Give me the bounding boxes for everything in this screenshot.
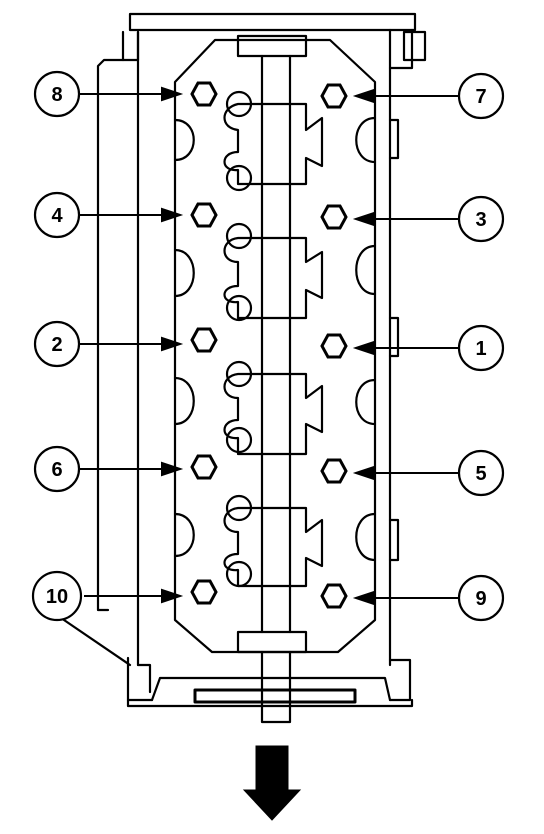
callout-label: 7 <box>475 86 486 108</box>
callout-label: 4 <box>51 205 63 227</box>
hexagon-bolt-icon <box>320 204 348 230</box>
camshaft <box>236 34 308 707</box>
crank-stub <box>260 704 292 724</box>
hexagon-bolt-icon <box>190 327 218 353</box>
callout-arrows <box>79 86 458 606</box>
callout-8: 8 <box>33 70 81 118</box>
cam-bearing-caps <box>223 102 324 588</box>
callout-9: 9 <box>457 574 505 622</box>
leader-10 <box>62 618 132 667</box>
callout-label: 10 <box>46 586 68 608</box>
down-arrow-icon <box>242 745 302 821</box>
hexagon-bolt-icon <box>190 202 218 228</box>
hexagon-bolt-icon <box>190 454 218 480</box>
timing-plate <box>193 688 357 704</box>
right-scallops <box>355 116 377 562</box>
hexagon-bolt-icon <box>190 579 218 605</box>
callout-10: 10 <box>31 570 83 622</box>
bolts <box>190 81 348 609</box>
callout-label: 8 <box>51 84 62 106</box>
callout-4: 4 <box>33 191 81 239</box>
callout-label: 1 <box>475 338 486 360</box>
callout-label: 9 <box>475 588 486 610</box>
callout-2: 2 <box>33 320 81 368</box>
hexagon-bolt-icon <box>320 333 348 359</box>
callout-label: 5 <box>475 463 486 485</box>
right-callouts: 7 3 1 5 9 <box>457 72 505 622</box>
hexagon-bolt-icon <box>320 458 348 484</box>
callout-6: 6 <box>33 445 81 493</box>
hexagon-bolt-icon <box>320 83 348 109</box>
callout-label: 3 <box>475 209 486 231</box>
hexagon-bolt-icon <box>320 583 348 609</box>
callout-7: 7 <box>457 72 505 120</box>
callout-label: 6 <box>51 459 62 481</box>
cylinder-head-body <box>173 38 377 654</box>
head-block-outline <box>96 12 427 708</box>
callout-1: 1 <box>457 324 505 372</box>
callout-3: 3 <box>457 195 505 243</box>
callout-5: 5 <box>457 449 505 497</box>
callout-label: 2 <box>51 334 62 356</box>
left-scallops <box>173 118 195 558</box>
cam-bosses <box>225 90 253 588</box>
left-callouts: 8 4 2 6 10 <box>31 70 83 622</box>
hexagon-bolt-icon <box>190 81 218 107</box>
